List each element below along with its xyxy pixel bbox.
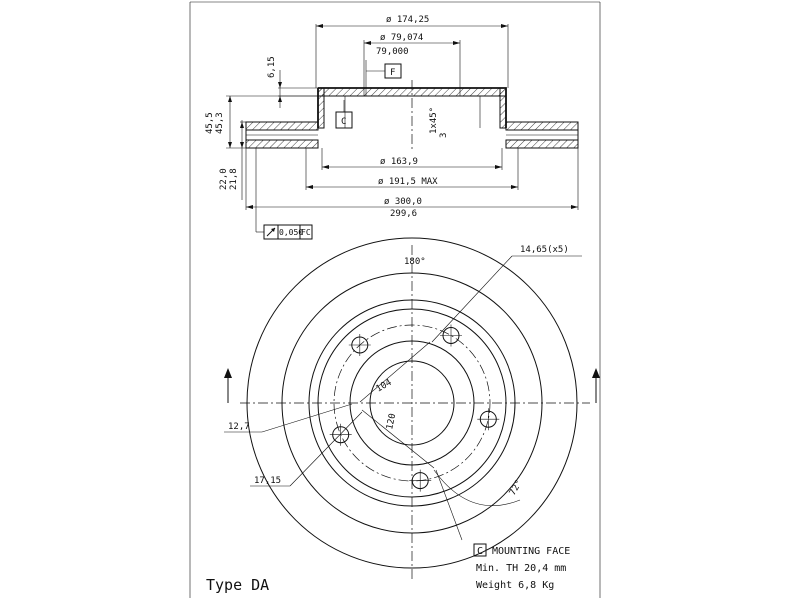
dim-hole-dia: 14,65(x5)	[520, 245, 569, 255]
dim-pcd: 104	[375, 378, 394, 395]
ring-left-top	[245, 121, 319, 131]
notes: C MOUNTING FACE Min. TH 20,4 mm Weight 6…	[206, 543, 570, 594]
section-view: ø 174,25 ø 79,074 79,000 F C 6,15 45,5 4…	[205, 15, 579, 240]
runout-frame	[263, 224, 313, 240]
ring-right-top	[505, 121, 579, 131]
dim-d-outer-hat: ø 174,25	[386, 15, 429, 25]
dim-127-leader	[261, 403, 353, 433]
datum-f: F	[390, 68, 395, 78]
hole-leader	[431, 255, 513, 343]
dim-thk-2: 21,8	[229, 168, 239, 190]
mounting-leader	[435, 469, 463, 541]
dim-d-pilot-1: ø 79,074	[380, 33, 423, 43]
mounting-face-label: MOUNTING FACE	[492, 546, 570, 557]
mounting-c-box	[473, 543, 487, 557]
dim-127: 12,7	[228, 422, 250, 432]
dim-pcd2: 120	[385, 413, 398, 431]
dim-chamfer: 1x45°	[429, 107, 439, 134]
dim-hat-thk: 6,15	[267, 56, 277, 78]
arrows-22	[240, 122, 244, 148]
dim-flange-1: 45,3	[215, 112, 225, 134]
bolt-holes	[329, 324, 500, 492]
dim-thk-1: 22,0	[219, 168, 229, 190]
dim-d-pilot-2: 79,000	[376, 47, 409, 57]
dim-flange-2: 45,5	[205, 112, 215, 134]
datum-c: C	[341, 117, 346, 127]
pcd-120-line	[361, 409, 435, 469]
dim-d-inner: ø 163,9	[380, 157, 418, 167]
dim-angle-top: 180°	[404, 257, 426, 267]
arrows-615	[278, 82, 282, 102]
dim-1715-leader	[289, 411, 363, 487]
runout-symbol-arrow	[271, 228, 275, 232]
section-arrow-right-head	[592, 368, 600, 378]
runout-value: 0,050	[279, 228, 303, 237]
dim-d-max: ø 191,5 MAX	[378, 177, 438, 187]
min-thickness: Min. TH 20,4 mm	[476, 563, 566, 574]
dim-1715: 17,15	[254, 476, 281, 486]
angle-72-arc	[433, 469, 521, 507]
dim-d-disc-2: 299,6	[390, 209, 417, 219]
mounting-c: C	[477, 546, 483, 557]
dim-d-disc-1: ø 300,0	[384, 197, 422, 207]
weight: Weight 6,8 Kg	[476, 580, 554, 591]
ring-left-bottom	[245, 139, 319, 149]
dim-angle-72: 72°	[508, 478, 525, 497]
type-label: Type DA	[206, 576, 269, 594]
section-arrow-left-head	[224, 368, 232, 378]
ring-right-bottom	[505, 139, 579, 149]
runout-ref: FC	[301, 228, 311, 237]
pcd-104-line	[359, 341, 431, 403]
arrows-45	[228, 96, 232, 148]
dim-chamfer-3: 3	[439, 133, 449, 138]
front-view: 180° 14,65(x5) 104 120 12,7 17,15 72°	[224, 237, 600, 580]
